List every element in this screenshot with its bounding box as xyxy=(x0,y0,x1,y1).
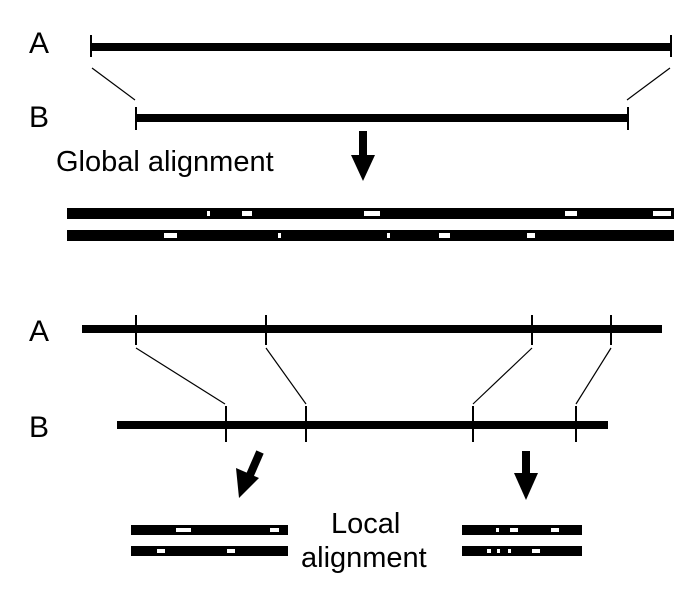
local-sequence-a-tick xyxy=(531,315,533,345)
local-arrow-right xyxy=(514,451,538,500)
global-gap xyxy=(565,211,577,216)
local-alignment-caption-line2: alignment xyxy=(301,542,427,574)
local-sequence-a-tick xyxy=(610,315,612,345)
local-sequence-b xyxy=(117,421,608,429)
local-sequence-a-tick xyxy=(265,315,267,345)
local-gap xyxy=(176,528,191,532)
local-right-aligned-bar-b xyxy=(462,546,582,556)
local-gap xyxy=(487,549,491,553)
local-sequence-b-tick xyxy=(305,406,307,442)
local-gap xyxy=(496,528,499,532)
global-label-b: B xyxy=(29,101,50,134)
local-connector xyxy=(472,347,533,405)
local-alignment-caption-line1: Local xyxy=(331,508,401,540)
local-sequence-a xyxy=(82,325,662,333)
global-gap xyxy=(164,233,177,238)
global-gap xyxy=(387,233,390,238)
global-down-arrow xyxy=(351,131,375,181)
local-arrow-left xyxy=(236,450,264,498)
local-sequence-b-tick xyxy=(472,406,474,442)
global-sequence-b xyxy=(136,114,628,122)
local-sequence-b-tick xyxy=(225,406,227,442)
global-gap xyxy=(653,211,671,216)
global-sequence-a-start-tick xyxy=(90,35,92,57)
global-connector-right xyxy=(626,67,671,101)
global-sequence-a-end-tick xyxy=(670,35,672,57)
local-label-a: A xyxy=(29,315,50,348)
local-connector xyxy=(575,347,612,405)
local-gap xyxy=(270,528,279,532)
local-gap xyxy=(532,549,540,553)
global-gap xyxy=(207,211,210,216)
global-gap xyxy=(439,233,450,238)
global-gap xyxy=(364,211,380,216)
local-gap xyxy=(157,549,165,553)
global-sequence-b-start-tick xyxy=(135,107,137,130)
global-label-a: A xyxy=(29,27,50,60)
global-gap xyxy=(242,211,252,216)
local-left-aligned-bar-b xyxy=(131,546,288,556)
local-right-aligned-bar-a xyxy=(462,525,582,535)
global-alignment-caption: Global alignment xyxy=(56,146,274,178)
global-sequence-b-end-tick xyxy=(627,107,629,130)
local-gap xyxy=(227,549,235,553)
global-connector-left xyxy=(91,67,136,101)
local-connector xyxy=(135,347,226,405)
local-left-aligned-bar-a xyxy=(131,525,288,535)
local-connector xyxy=(265,347,307,405)
local-sequence-a-tick xyxy=(135,315,137,345)
local-gap xyxy=(510,528,518,532)
global-gap xyxy=(278,233,281,238)
global-gap xyxy=(527,233,535,238)
local-gap xyxy=(508,549,511,553)
global-aligned-bar-b xyxy=(67,230,674,241)
local-label-b: B xyxy=(29,411,50,444)
local-gap xyxy=(497,549,500,553)
local-sequence-b-tick xyxy=(575,406,577,442)
local-gap xyxy=(551,528,559,532)
global-sequence-a xyxy=(91,43,671,51)
